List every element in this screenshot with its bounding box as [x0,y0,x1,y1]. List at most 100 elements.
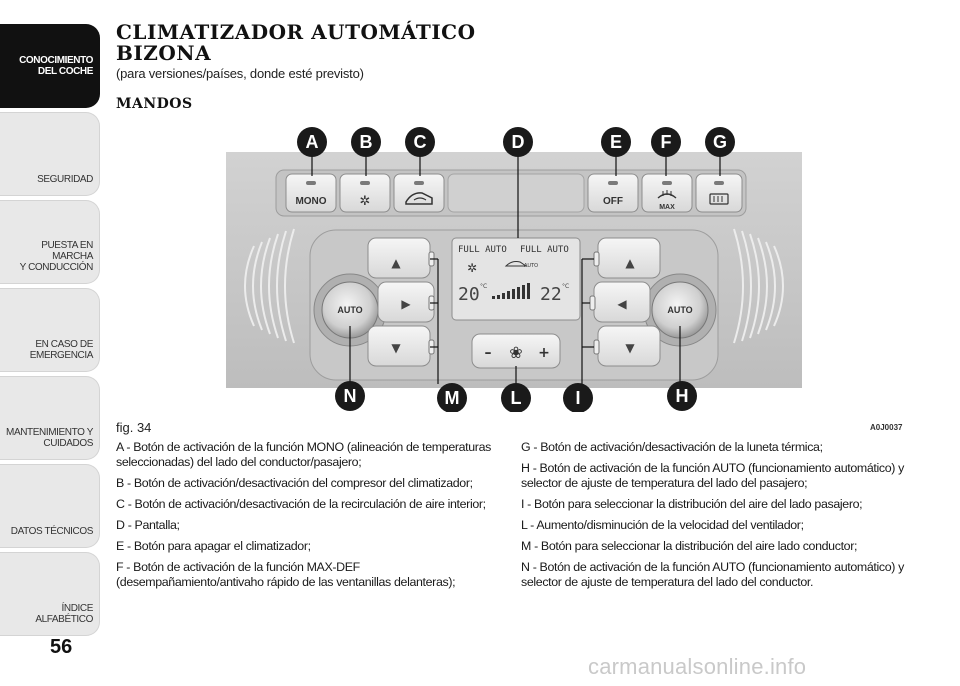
off-button[interactable]: OFF [587,173,639,213]
figure-code: A0J0037 [870,423,903,432]
tab-conocimiento-del-coche[interactable]: CONOCIMIENTO DEL COCHE [0,24,100,108]
svg-text:F: F [661,132,672,152]
page-subtitle: (para versiones/países, donde esté previ… [116,66,364,81]
tab-puesta-en-marcha[interactable]: PUESTA EN MARCHA Y CONDUCCIÓN [0,200,100,284]
svg-text:M: M [445,388,460,408]
tab-mantenimiento[interactable]: MANTENIMIENTO Y CUIDADOS [0,376,100,460]
display-right-mode: FULL AUTO [520,245,569,255]
car-recirculation-icon [405,192,433,205]
fan-minus-icon: – [485,345,492,361]
figure-caption: fig. 34 [116,420,152,435]
legend-item-g: G - Botón de activación/desactivación de… [521,440,823,454]
display-recirculation-icon [504,261,528,267]
left-air-distribution-buttons[interactable]: ▲ ▶ ▼ [367,237,435,367]
tab-label: EN CASO DE EMERGENCIA [29,339,94,361]
tab-indice-alfabetico[interactable]: ÍNDICE ALFABÉTICO [0,552,100,636]
mono-button[interactable]: MONO [285,173,337,213]
windscreen-flow-icon: ▲ [625,256,635,270]
legend-item-m: M - Botón para seleccionar la distribuci… [521,539,858,553]
max-def-button[interactable]: MAX [641,173,693,213]
svg-text:G: G [713,132,727,152]
feet-flow-icon: ▼ [625,341,635,355]
top-center-blank [447,173,585,213]
right-auto-knob[interactable]: AUTO [643,273,717,347]
legend-item-l: L - Aumento/disminución de la velocidad … [521,518,804,532]
vent-grille-right [733,228,784,344]
display-left-mode: FULL AUTO [458,245,507,255]
legend-item-n: N - Botón de activación de la función AU… [521,560,904,589]
fan-icon: ❀ [509,343,522,362]
climate-display: FULL AUTO FULL AUTO ✲ AUTO 20 °C 22 °C [451,237,581,321]
fan-speed-control[interactable]: – ❀ + [471,333,561,369]
legend-item-d: D - Pantalla; [116,518,180,532]
recirculation-button[interactable] [393,173,445,213]
callout-n: N [335,381,365,411]
auto-left-label: AUTO [337,305,362,315]
callout-d: D [503,127,533,157]
left-auto-knob[interactable]: AUTO [313,273,387,347]
display-temp-right: 22 [540,284,562,305]
tab-label: ÍNDICE ALFABÉTICO [35,603,93,625]
mono-label: MONO [295,196,326,207]
tab-label: MANTENIMIENTO Y CUIDADOS [6,427,93,449]
callout-g: G [705,127,735,157]
svg-text:D: D [512,132,525,152]
max-label: MAX [659,204,675,211]
auto-right-label: AUTO [667,305,692,315]
legend-right-column: G - Botón de activación/desactivación de… [521,440,911,596]
callout-letters: A B C D E F G N M L I H [297,127,735,412]
feet-flow-icon: ▼ [391,341,401,355]
tab-label: SEGURIDAD [37,174,93,185]
legend-left-column: A - Botón de activación de la función MO… [116,440,500,596]
callout-leader-lines [311,154,721,384]
legend-item-i: I - Botón para seleccionar la distribuci… [521,497,863,511]
svg-text:A: A [306,132,319,152]
svg-text:H: H [676,386,689,406]
display-temp-right-unit: °C [562,283,569,290]
tab-label: CONOCIMIENTO DEL COCHE [19,55,93,77]
svg-text:I: I [575,388,580,408]
svg-text:B: B [360,132,373,152]
rear-window-heater-button[interactable] [695,173,743,213]
right-air-distribution-buttons[interactable]: ▲ ◀ ▼ [589,237,661,367]
face-flow-icon: ◀ [617,297,627,311]
legend-item-e: E - Botón para apagar el climatizador; [116,539,311,553]
fan-plus-icon: + [538,345,550,361]
section-heading: MANDOS [116,96,193,112]
windscreen-flow-icon: ▲ [391,256,401,270]
legend-item-b: B - Botón de activación/desactivación de… [116,476,473,490]
svg-text:E: E [610,132,622,152]
rear-defrost-icon [709,193,729,205]
display-temp-left-unit: °C [480,283,487,290]
tab-label: PUESTA EN MARCHA Y CONDUCCIÓN [19,240,94,273]
tab-datos-tecnicos[interactable]: DATOS TÉCNICOS [0,464,100,548]
callout-a: A [297,127,327,157]
svg-text:C: C [414,132,427,152]
tab-seguridad[interactable]: SEGURIDAD [0,112,100,196]
display-auto-small: AUTO [524,263,538,269]
snowflake-icon: ✲ [360,194,371,209]
ac-compressor-button[interactable]: ✲ [339,173,391,213]
tab-en-caso-de-emergencia[interactable]: EN CASO DE EMERGENCIA [0,288,100,372]
fan-speed-bars [492,283,530,299]
tab-label: DATOS TÉCNICOS [10,526,94,537]
callout-c: C [405,127,435,157]
legend-item-a: A - Botón de activación de la función MO… [116,440,491,469]
callout-h: H [667,381,697,411]
callout-m: M [437,383,467,412]
page-number: 56 [50,636,73,658]
watermark: carmanualsonline.info [588,654,807,679]
legend-item-h: H - Botón de activación de la función AU… [521,461,904,490]
callout-i: I [563,383,593,412]
legend-item-f: F - Botón de activación de la función MA… [116,560,456,589]
callout-f: F [651,127,681,157]
callout-b: B [351,127,381,157]
svg-text:N: N [344,386,357,406]
callout-e: E [601,127,631,157]
svg-text:L: L [511,388,522,408]
vent-grille-left [244,228,295,344]
page-title: CLIMATIZADOR AUTOMÁTICO BIZONA [116,20,476,65]
off-label: OFF [603,196,623,207]
display-temp-left: 20 [458,284,480,305]
display-snowflake-icon: ✲ [467,261,477,275]
